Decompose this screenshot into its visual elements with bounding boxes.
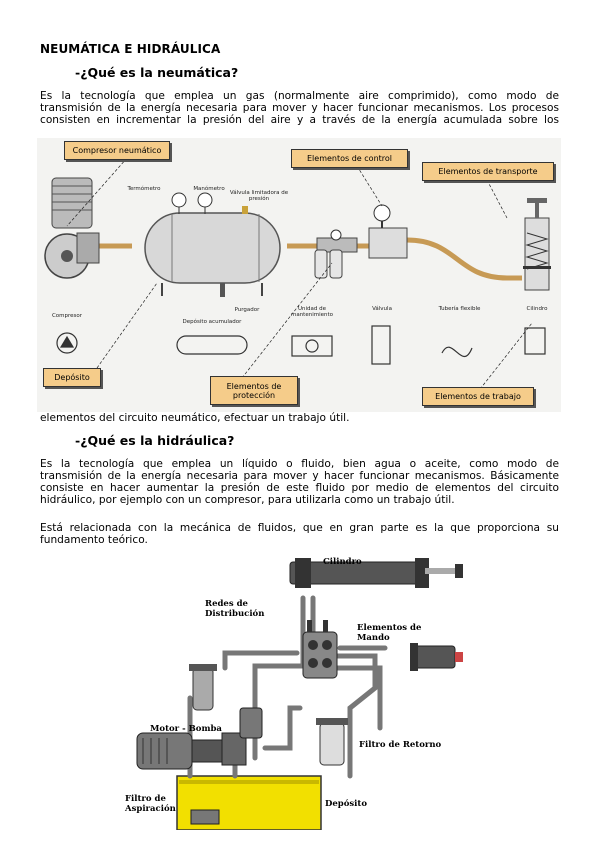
- hydraulic-motor-icon: [410, 643, 463, 671]
- para-line: transmisión de la energía necesaria para…: [40, 102, 559, 114]
- label-motor-bomba: Motor - Bomba: [150, 724, 222, 734]
- small-compresor: Compresor: [51, 313, 83, 319]
- hidraulica-paragraph: Es la tecnología que emplea un líquido o…: [40, 458, 559, 506]
- hydraulic-diagram: [136, 558, 463, 831]
- page-title: NEUMÁTICA E HIDRÁULICA: [40, 42, 221, 56]
- small-valvula: Válvula: [372, 306, 392, 312]
- motor-pump-icon: [136, 707, 263, 770]
- label-trabajo: Elementos de trabajo: [422, 387, 534, 406]
- return-filter-icon: [316, 718, 348, 766]
- label-control: Elementos de control: [291, 149, 408, 168]
- para-line: consiste en hacer aumentar la presión de…: [40, 482, 559, 494]
- label-redes: Redes de Distribución: [205, 599, 265, 619]
- label-deposito: Depósito: [43, 368, 101, 387]
- para-line: consisten en incrementar la presión del …: [40, 114, 559, 126]
- label-retorno: Filtro de Retorno: [359, 740, 442, 750]
- small-valvula-limitadora: Válvula limitadora de presión: [229, 190, 289, 202]
- small-termometro: Termómetro: [127, 186, 161, 192]
- suction-filter-icon: [189, 664, 217, 711]
- neumatica-paragraph-end: elementos del circuito neumático, efectu…: [40, 412, 350, 424]
- small-tuberia: Tubería flexible: [438, 306, 481, 312]
- label-proteccion: Elementos de protección: [210, 376, 298, 405]
- label-transporte: Elementos de transporte: [422, 162, 554, 181]
- hidraulica-paragraph-2: Está relacionada con la mecánica de flui…: [40, 522, 559, 546]
- hydraulic-cylinder-icon: [289, 558, 463, 588]
- para-line: transmisión de la energía necesaria para…: [40, 470, 559, 482]
- small-cilindro: Cilindro: [526, 306, 548, 312]
- para-line: fundamento teórico.: [40, 534, 148, 546]
- section-heading-hidraulica: -¿Qué es la hidráulica?: [75, 433, 235, 448]
- hydraulic-figure: Cilindro Redes de Distribución Elementos…: [125, 548, 475, 831]
- para-line: Está relacionada con la mecánica de flui…: [40, 522, 559, 534]
- para-line: Es la tecnología que emplea un gas (norm…: [40, 90, 559, 102]
- maintenance-unit-icon: [314, 229, 358, 279]
- para-line: Es la tecnología que emplea un líquido o…: [40, 458, 559, 470]
- tank-icon: [144, 192, 281, 297]
- label-compresor: Compresor neumático: [64, 141, 170, 160]
- cylinder-icon: [523, 198, 551, 291]
- small-manometro: Manómetro: [193, 186, 225, 192]
- section-heading-neumatica: -¿Qué es la neumática?: [75, 65, 239, 80]
- small-deposito-acumulador: Depósito acumulador: [182, 319, 242, 325]
- valve-icon: [368, 204, 408, 259]
- label-aspiracion: Filtro de Aspiración: [125, 794, 176, 814]
- control-valve-icon: [302, 620, 338, 679]
- pneumatic-diagram: [37, 138, 561, 412]
- compressor-icon: [44, 177, 100, 279]
- small-unidad: Unidad de mantenimiento: [290, 306, 334, 318]
- label-cilindro: Cilindro: [323, 557, 362, 567]
- neumatica-paragraph: Es la tecnología que emplea un gas (norm…: [40, 90, 559, 126]
- label-deposito-hid: Depósito: [325, 799, 368, 809]
- label-mando: Elementos de Mando: [357, 623, 422, 643]
- small-purgador: Purgador: [234, 307, 260, 313]
- strainer-icon: [190, 809, 220, 825]
- pneumatic-figure: Compresor neumático Elementos de control…: [37, 138, 561, 412]
- para-line: hidráulico, por ejemplo con un compresor…: [40, 494, 455, 506]
